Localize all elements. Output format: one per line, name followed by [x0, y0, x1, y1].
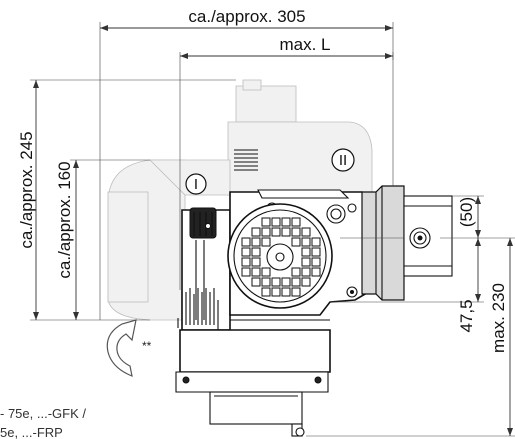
- rotation-arrow-icon: [106, 319, 137, 377]
- dimension-lines: [30, 22, 515, 437]
- rear-housing-outline: [107, 79, 373, 321]
- position-two-label: II: [339, 152, 347, 169]
- dim-offset-47-5: 47,5: [457, 299, 476, 332]
- dim-offset-50: (50): [457, 197, 476, 227]
- dim-max-length: max. L: [279, 35, 330, 54]
- dim-height-160: ca./approx. 160: [55, 161, 74, 278]
- base-plate: [175, 319, 331, 437]
- dim-overall-height: ca./approx. 245: [17, 131, 36, 248]
- dim-max-height: max. 230: [489, 283, 508, 353]
- cooling-fins-bottom: [177, 288, 219, 330]
- pump-head: [361, 185, 453, 301]
- position-marker-one: I: [185, 173, 207, 195]
- footnote-line-1: - 75e, ...-GFK /: [0, 406, 86, 421]
- dim-overall-width: ca./approx. 305: [188, 7, 305, 26]
- position-marker-two: II: [331, 148, 355, 172]
- fan-cover: [227, 203, 333, 309]
- cooling-fins-top: [234, 149, 258, 171]
- position-one-label: I: [194, 176, 198, 193]
- footnote-line-2: 5e, ...-FRP: [0, 425, 63, 439]
- rotation-note: **: [142, 339, 152, 353]
